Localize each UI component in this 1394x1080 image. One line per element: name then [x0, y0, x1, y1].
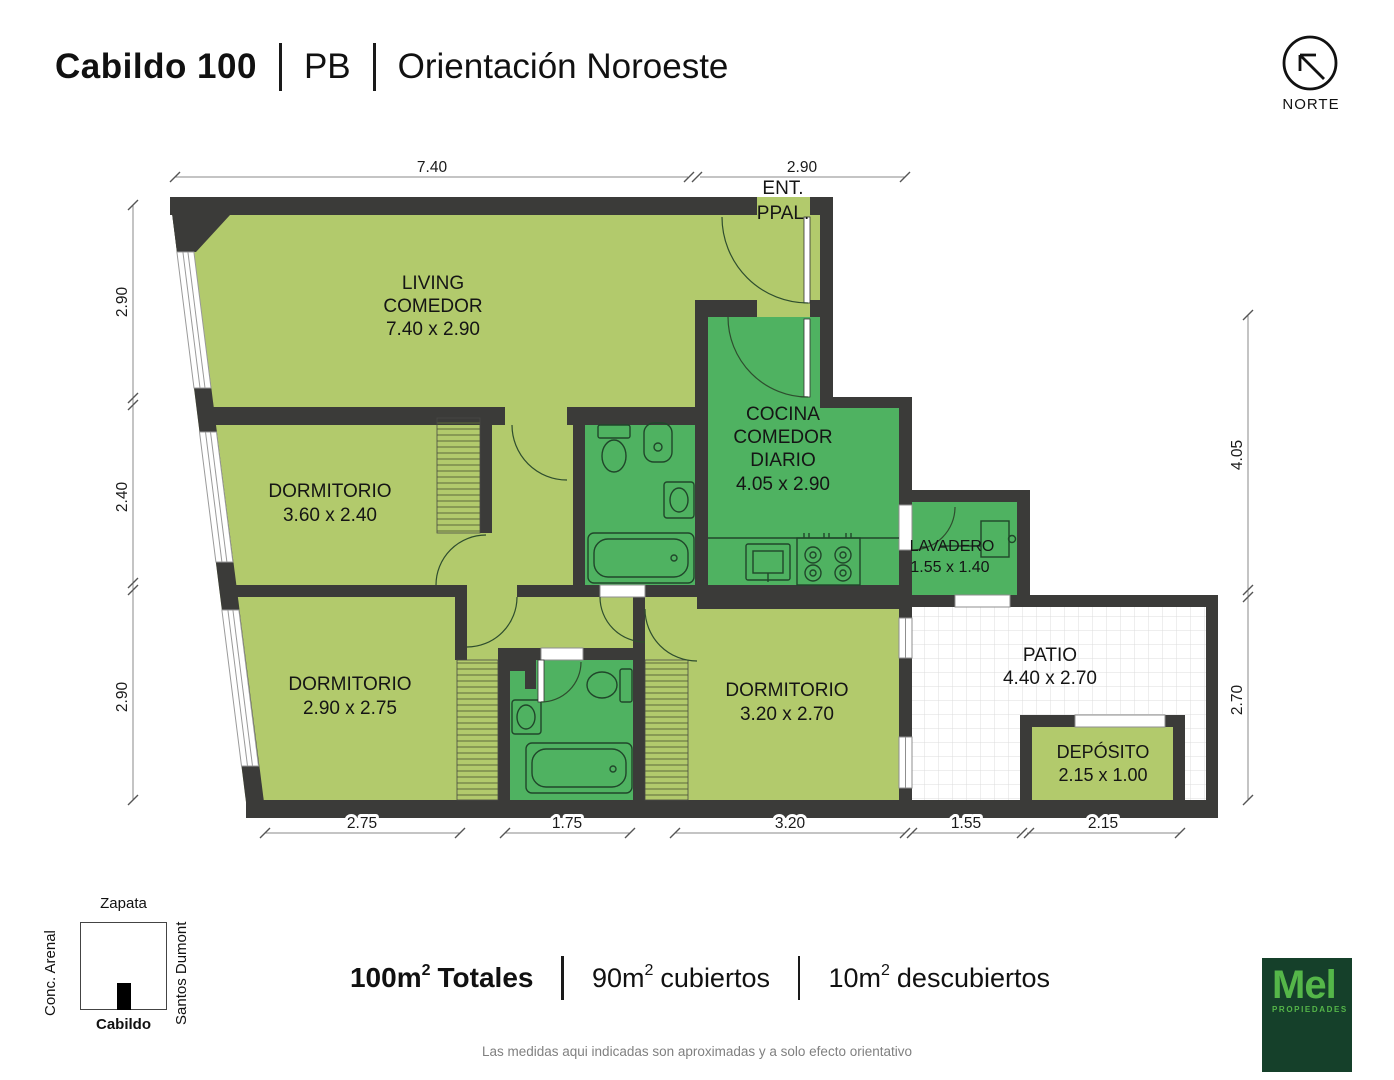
entrance-label-2: PPAL.: [757, 203, 809, 224]
page-header: Cabildo 100 PB Orientación Noroeste: [55, 40, 728, 94]
dimension-labels: 7.40 2.90 2.90 2.40 2.90 4.05 2.70 2.75 …: [111, 156, 1249, 835]
agency-logo-name: Mel: [1272, 963, 1337, 1007]
header-separator: [278, 43, 282, 91]
dim-left-2: 2.40: [114, 482, 131, 513]
dorm1-label: DORMITORIO: [268, 481, 391, 502]
dim-top-1: 7.40: [417, 159, 448, 176]
building-title: Cabildo 100: [55, 47, 257, 86]
bathroom2-fixtures: [510, 660, 633, 794]
closets: [436, 417, 689, 801]
dim-bottom-1: 2.75: [347, 815, 377, 832]
lavadero-label: LAVADERO: [910, 538, 995, 555]
deposito-label: DEPÓSITO: [1057, 741, 1150, 762]
patio-size: 4.40 x 2.70: [1003, 668, 1097, 689]
window-strips: [176, 251, 260, 767]
dim-bottom-3: 3.20: [775, 815, 806, 832]
dorm2-label: DORMITORIO: [288, 674, 411, 695]
street-top: Zapata: [100, 895, 147, 912]
room-cocina-area: [708, 317, 899, 585]
header-separator-2: [372, 43, 376, 91]
agency-logo: Mel PROPIEDADES: [1262, 958, 1352, 1072]
dim-bottom-5: 2.15: [1088, 815, 1118, 832]
dorm3-size: 3.20 x 2.70: [740, 704, 834, 725]
cocina-label-3: DIARIO: [750, 450, 815, 471]
room-labels: LIVING COMEDOR 7.40 x 2.90 ENT. PPAL. CO…: [268, 178, 1149, 785]
thresholds: [540, 504, 1166, 789]
north-label: NORTE: [1282, 96, 1339, 113]
area-separator: [561, 956, 564, 1000]
agency-logo-subtitle: PROPIEDADES: [1272, 1005, 1348, 1014]
door-swings: [435, 216, 956, 703]
dimension-lines: [127, 171, 1254, 839]
walls: [170, 197, 1218, 818]
dorm1-size: 3.60 x 2.40: [283, 505, 377, 526]
entrance-label: ENT.: [762, 178, 803, 199]
living-label: LIVING: [402, 273, 464, 294]
patio-label: PATIO: [1023, 645, 1077, 666]
street-left: Conc. Arenal: [42, 930, 59, 1016]
living-size: 7.40 x 2.90: [386, 319, 480, 340]
dim-left-1: 2.90: [114, 287, 131, 318]
north-arrow-icon: [1282, 35, 1338, 91]
kitchen-fixtures: [708, 533, 899, 586]
street-right: Santos Dumont: [173, 921, 190, 1025]
orientation-label: Orientación Noroeste: [397, 47, 729, 86]
cocina-label-2: COMEDOR: [733, 427, 832, 448]
dim-bottom-4: 1.55: [951, 815, 981, 832]
street-bottom: Cabildo: [96, 1016, 151, 1033]
deposito-size: 2.15 x 1.00: [1058, 765, 1147, 785]
dorm2-size: 2.90 x 2.75: [303, 698, 397, 719]
cocina-label: COCINA: [746, 404, 820, 425]
bathroom1-fixtures: [587, 422, 695, 584]
room-bath1-area: [585, 425, 695, 585]
dim-top-2: 2.90: [787, 159, 818, 176]
cocina-size: 4.05 x 2.90: [736, 474, 830, 495]
dim-left-3: 2.90: [114, 682, 131, 713]
dim-right-1: 4.05: [1229, 440, 1246, 470]
room-lavadero-area: [912, 502, 1017, 595]
floor-label: PB: [303, 47, 351, 86]
area-separator-2: [797, 956, 801, 1000]
lavadero-size: 1.55 x 1.40: [910, 559, 989, 576]
room-patio-area: [912, 607, 1206, 800]
laundry-tub: [940, 520, 1017, 558]
room-deposito-area: [1032, 727, 1173, 800]
dim-right-2: 2.70: [1229, 685, 1246, 716]
living-label-2: COMEDOR: [383, 296, 482, 317]
lot-marker: [117, 983, 131, 1010]
dorm3-label: DORMITORIO: [725, 680, 848, 701]
dim-bottom-2: 1.75: [552, 815, 582, 832]
disclaimer-text: Las medidas aqui indicadas son aproximad…: [481, 1044, 912, 1059]
